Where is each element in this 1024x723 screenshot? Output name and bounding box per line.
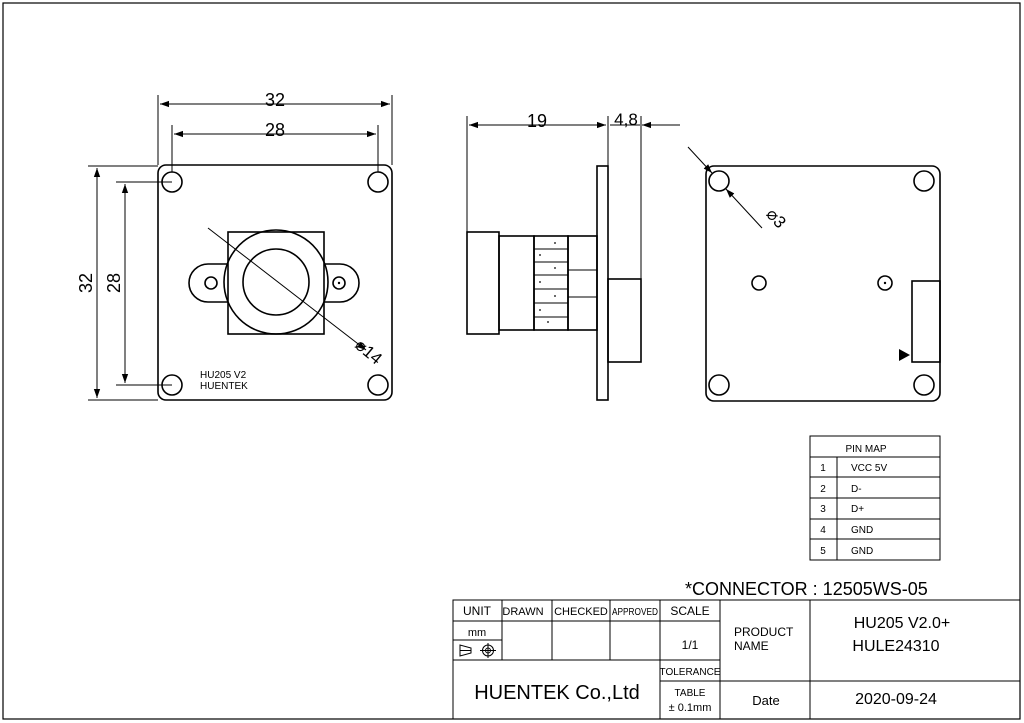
lens-holder-ear-right [324,263,360,303]
pin-number: 3 [820,504,826,515]
dim-line-hole-dia [725,188,763,229]
back-connector [911,280,941,363]
pin-signal: GND [851,546,873,557]
back-view: ⌀3 [687,146,941,402]
silk-brand-text: HUENTEK [200,381,248,392]
tolerance-label: TOLERANCE [660,667,721,678]
checked-label: CHECKED [554,606,608,618]
pin1-marker [899,349,910,361]
dim-hole-dia-text: ⌀3 [762,205,789,232]
connector-note: *CONNECTOR : 12505WS-05 [685,579,928,599]
product-name-1: HU205 V2.0+ [854,615,951,632]
pin-signal: D- [851,484,862,495]
dim-depth-text: 19 [527,111,547,131]
product-name-label-2: NAME [734,639,769,653]
table-value: ± 0.1mm [669,702,712,714]
pin-signal: GND [851,525,873,536]
lens-barrel-front [466,231,500,335]
mount-hole-bottom-right [367,374,389,396]
pin-number: 4 [820,525,826,536]
approved-label: APPROVED [612,607,658,618]
scale-label: SCALE [670,604,709,618]
scale-value: 1/1 [682,638,699,652]
back-board-outline [705,165,941,402]
lens-thread [533,235,569,331]
back-small-hole-right [877,275,893,291]
date-label: Date [752,693,779,708]
dim-width-holes-text: 28 [265,120,285,140]
silk-model-text: HU205 V2 [200,370,247,381]
dim-height-outer-text: 32 [76,273,96,293]
date-value: 2020-09-24 [855,691,937,708]
lens-outer [223,229,329,335]
ear-screw-hole-left [204,276,218,290]
dim-height-holes-text: 28 [104,273,124,293]
title-block: UNIT mm DRAWN CHECKED APPROVED SCALE 1/1… [452,599,1021,720]
pin-map-table: PIN MAP 1 VCC 5V 2 D- 3 D+ 4 GND 5 GND [809,435,941,561]
pin-number: 5 [820,546,826,557]
back-hole-bottom-left [708,374,730,396]
pin-signal: D+ [851,504,864,515]
product-name-label-1: PRODUCT [734,625,794,639]
back-hole-top-right [913,170,935,192]
front-board-outline [157,164,393,401]
back-hole-top-left [708,170,730,192]
pin-signal: VCC 5V [851,463,887,474]
pin-map-title: PIN MAP [845,444,886,455]
projection-symbol-icon [459,643,496,658]
dim-board-text: 4,8 [614,110,638,129]
mount-hole-top-right [367,171,389,193]
pin-number: 2 [820,484,826,495]
lens-holder-side [567,235,598,331]
front-view: HU205 V2 HUENTEK 32 28 32 28 ⌀14 [76,90,393,401]
dim-lens-dia-text: ⌀14 [351,335,386,368]
dim-width-outer-text: 32 [265,90,285,110]
table-label: TABLE [675,688,706,699]
side-view: 19 4,8 [466,110,680,401]
company-name: HUENTEK Co.,Ltd [474,682,640,704]
back-small-hole-left [751,275,767,291]
lens-barrel-neck [498,235,535,331]
side-connector [607,278,642,363]
ear-screw-hole-right [332,276,346,290]
side-board-edge [596,165,609,401]
product-name-2: HULE24310 [852,638,939,655]
unit-value: mm [468,627,486,639]
pin-number: 1 [820,463,826,474]
drawn-label: DRAWN [502,606,543,618]
lens-holder-ear-left [188,263,228,303]
dim-line-lens-dia [207,227,367,351]
lens-inner [242,248,310,316]
unit-label: UNIT [463,604,492,618]
back-hole-bottom-right [913,374,935,396]
